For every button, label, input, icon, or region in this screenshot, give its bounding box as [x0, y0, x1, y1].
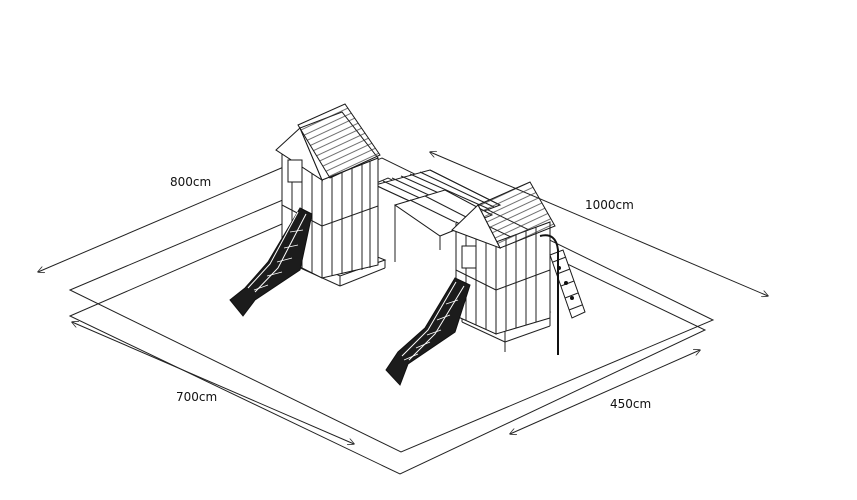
dimension-label-800: 800cm [170, 175, 211, 189]
climbing-ladder [549, 249, 586, 319]
dimension-line-1000 [430, 152, 768, 296]
dimension-line-800 [38, 160, 300, 272]
left-tower-roof [297, 103, 381, 179]
left-slide [229, 207, 313, 317]
dimension-label-700: 700cm [176, 390, 217, 404]
dimension-line-700 [72, 322, 354, 444]
left-tower [275, 103, 387, 287]
fireman-pole [539, 234, 559, 355]
dimension-label-450: 450cm [610, 397, 651, 411]
dimension-line-450 [510, 350, 700, 434]
footprint-inner [68, 177, 707, 475]
dimension-label-1000: 1000cm [585, 198, 634, 212]
right-slide [385, 277, 471, 386]
right-tower [451, 181, 556, 352]
